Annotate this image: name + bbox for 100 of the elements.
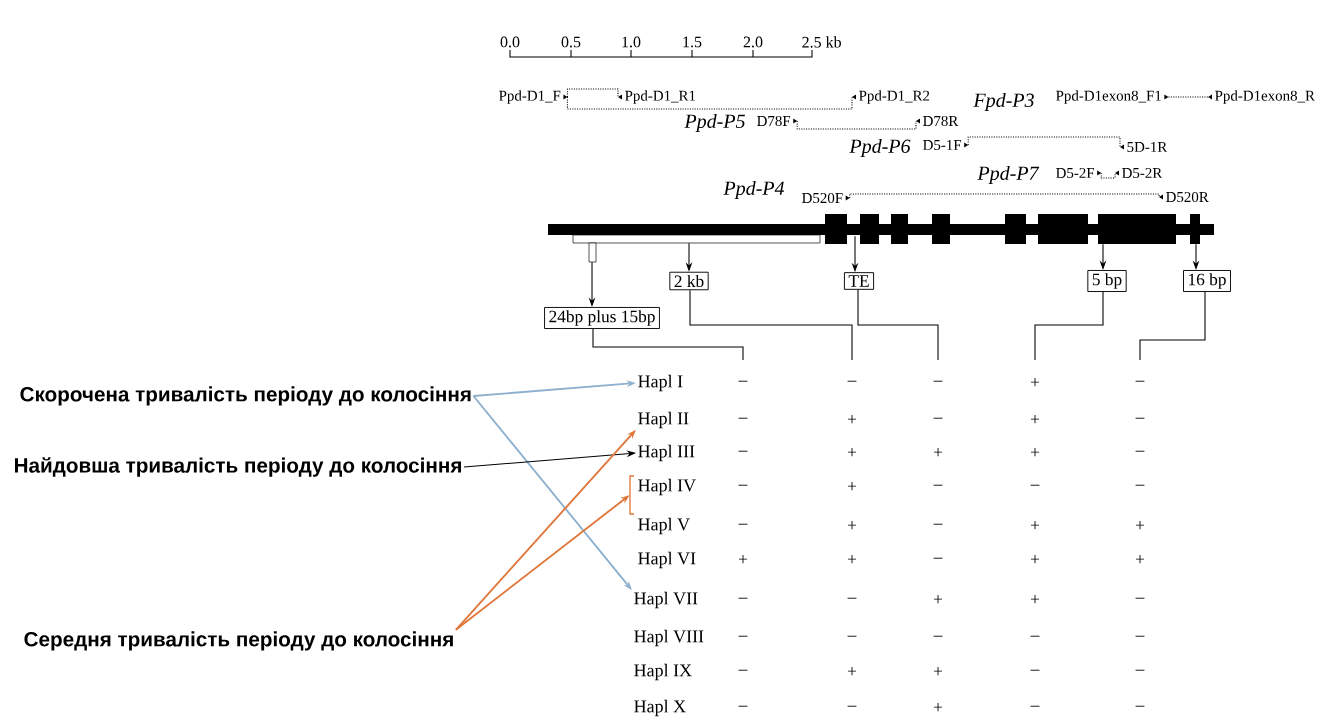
primer-label: Ppd-D1exon8_F1 — [1056, 90, 1169, 104]
table-cell: + — [1031, 521, 1040, 530]
table-cell: – — [1030, 484, 1040, 486]
amplicon-name: Ppd-P7 — [977, 165, 1040, 185]
haplotype-label: Hapl IX — [634, 663, 692, 681]
table-cell: – — [933, 523, 943, 525]
primer-label: Ppd-D1_R1 — [618, 90, 696, 104]
table-cell: – — [1030, 705, 1040, 707]
table-cell: + — [1136, 555, 1145, 564]
haplotype-label: Hapl VI — [638, 551, 696, 569]
table-cell: – — [933, 380, 943, 382]
amplicon-name: Ppd-P4 — [723, 180, 785, 200]
primer-label: D78F — [757, 115, 798, 127]
haplotype-label: Hapl II — [638, 411, 689, 429]
table-cell: – — [933, 635, 943, 637]
primer-label: Ppd-D1_F — [499, 90, 568, 104]
table-cell: – — [847, 635, 857, 637]
table-cell: – — [738, 523, 748, 525]
table-cell: + — [848, 415, 857, 424]
primer-label: D5-2F — [1056, 167, 1102, 178]
amplicon-name: Ppd-P5 — [684, 113, 745, 133]
primer-label: D5-2R — [1115, 167, 1163, 178]
table-cell: – — [1135, 705, 1145, 707]
table-cell: – — [847, 597, 857, 599]
haplotype-label: Hapl IV — [638, 478, 696, 496]
table-cell: + — [1031, 595, 1040, 604]
table-cell: – — [1135, 484, 1145, 486]
amplicon-line — [967, 136, 1121, 148]
haplotype-label: Hapl V — [638, 517, 690, 535]
amplicon-name: Fpd-P3 — [973, 92, 1034, 112]
table-cell: – — [1135, 669, 1145, 671]
table-cell: – — [1030, 635, 1040, 637]
table-cell: + — [934, 448, 943, 457]
table-cell: + — [1031, 448, 1040, 457]
table-cell: + — [1031, 555, 1040, 564]
primer-label: D520R — [1159, 191, 1209, 203]
table-cell: + — [848, 555, 857, 564]
table-cell: – — [1135, 417, 1145, 419]
table-cell: + — [1031, 378, 1040, 387]
table-cell: + — [739, 555, 748, 564]
amplicon-line — [1167, 96, 1209, 98]
amplicon-name: Ppd-P6 — [849, 138, 911, 158]
connector-line — [592, 328, 744, 361]
connector-line — [689, 289, 853, 361]
primer-label: Ppd-D1_R2 — [852, 90, 930, 104]
variant-box: 16 bp — [1183, 270, 1231, 292]
table-cell: – — [738, 450, 748, 452]
table-cell: – — [933, 484, 943, 486]
variant-box: TE — [843, 272, 875, 290]
table-cell: – — [1030, 669, 1040, 671]
haplotype-label: Hapl X — [634, 699, 686, 717]
table-cell: – — [1135, 450, 1145, 452]
table-cell: – — [1135, 597, 1145, 599]
table-cell: – — [933, 557, 943, 559]
haplotype-label: Hapl III — [638, 444, 695, 462]
haplotype-label: Hapl VII — [634, 591, 698, 609]
amplicon-line — [566, 96, 853, 110]
scale-label: 1.0 — [622, 36, 641, 48]
amplicon-line — [566, 88, 619, 98]
category-label: Середня тривалість періоду до колосіння — [24, 631, 453, 651]
primer-label: 5D-1R — [1120, 142, 1168, 152]
table-cell: – — [738, 484, 748, 486]
bracket — [629, 475, 635, 515]
primer-label: D5-1F — [923, 140, 969, 150]
table-cell: – — [847, 705, 857, 707]
primer-label: Ppd-D1exon8_R — [1208, 90, 1315, 104]
table-cell: + — [848, 521, 857, 530]
haplotype-label: Hapl I — [638, 374, 683, 392]
connector-line — [857, 289, 939, 361]
table-cell: + — [934, 703, 943, 712]
scale-label: 2.5 kb — [802, 36, 841, 48]
variant-box: 24bp plus 15bp — [544, 307, 660, 329]
table-cell: + — [848, 448, 857, 457]
scale-label: 2.0 — [743, 36, 763, 48]
scale-label: 0.5 — [561, 36, 581, 48]
table-cell: + — [1136, 521, 1145, 530]
table-cell: – — [738, 380, 748, 382]
table-cell: + — [1031, 415, 1040, 424]
category-label: Скорочена тривалість періоду до колосіння — [20, 386, 471, 406]
table-cell: + — [848, 482, 857, 491]
table-cell: – — [847, 380, 857, 382]
table-cell: – — [1135, 380, 1145, 382]
table-cell: – — [1135, 635, 1145, 637]
scale-label: 1.5 — [683, 36, 702, 48]
table-cell: + — [848, 667, 857, 676]
connector-line — [1034, 291, 1104, 361]
gene-drawing — [548, 214, 1214, 263]
primer-label: D78R — [916, 115, 959, 127]
amplicon-line — [849, 193, 1160, 199]
connector-line — [1139, 291, 1206, 361]
scale-label: 0.0 — [500, 36, 520, 48]
variant-box: 2 kb — [669, 271, 709, 291]
table-cell: – — [738, 669, 748, 671]
table-cell: – — [738, 597, 748, 599]
amplicon-line — [1100, 172, 1116, 179]
table-cell: – — [738, 417, 748, 419]
primer-label: D520F — [802, 192, 850, 204]
table-cell: – — [933, 417, 943, 419]
variant-box: 5 bp — [1087, 270, 1127, 292]
category-label: Найдовша тривалість періоду до колосіння — [15, 457, 461, 477]
